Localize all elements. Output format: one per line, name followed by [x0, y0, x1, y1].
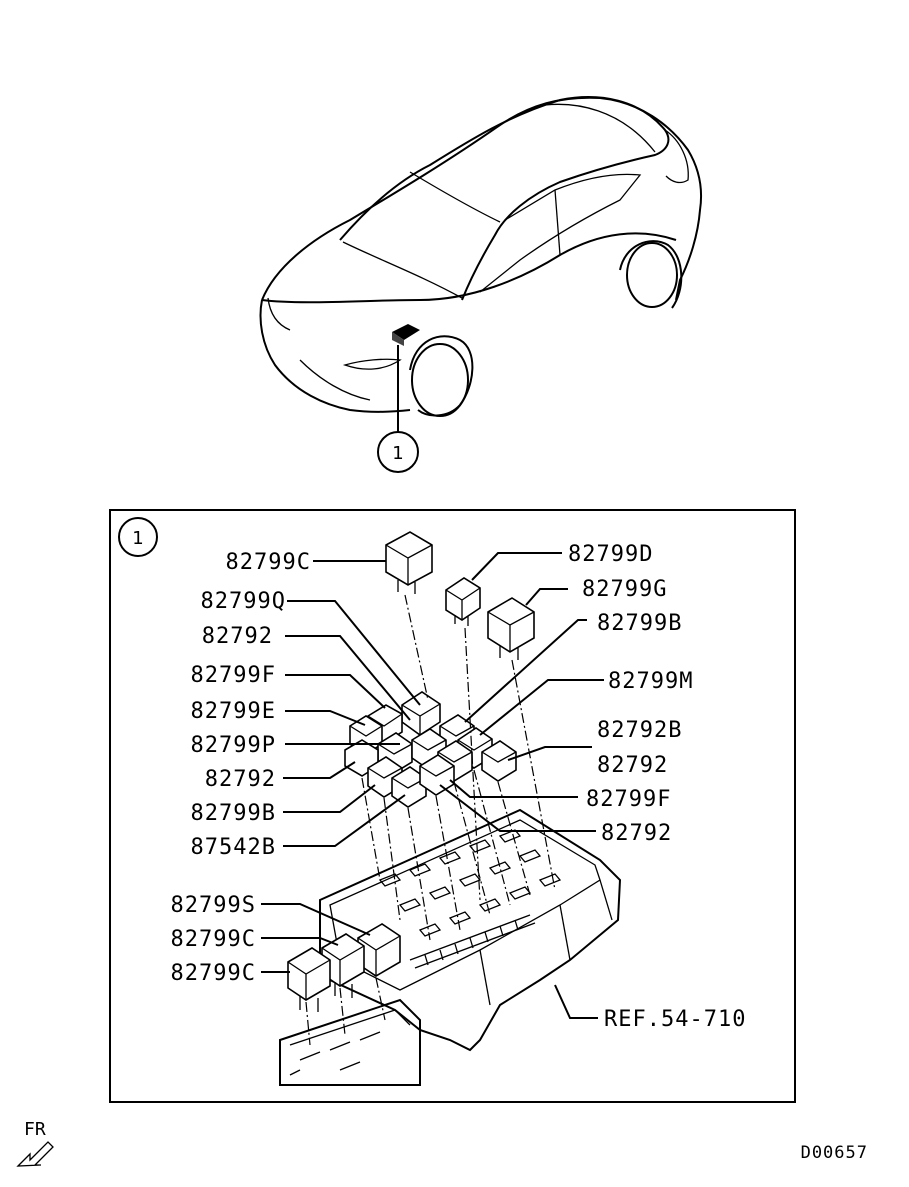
fuse-box-location-icon	[392, 324, 420, 346]
front-label: FR	[24, 1119, 46, 1140]
part-label-82799Q: 82799Q	[201, 589, 286, 614]
part-label-82799B-left: 82799B	[191, 801, 276, 826]
part-label-82799C-low: 82799C	[171, 961, 256, 986]
callout-number: 1	[392, 443, 403, 464]
leader-lines	[261, 552, 604, 1019]
part-label-87542B: 87542B	[191, 835, 276, 860]
diagram-id: D00657	[801, 1143, 868, 1163]
reference-label: REF.54-710	[604, 1007, 746, 1032]
part-labels: 82799C 82799D 82799G 82799Q 82799B 82792…	[171, 542, 746, 1032]
car-illustration: 1	[259, 96, 703, 473]
callout-circle	[377, 431, 419, 473]
front-arrow-icon	[16, 1141, 54, 1167]
part-label-82799G: 82799G	[582, 577, 667, 602]
part-label-82799E: 82799E	[191, 699, 276, 724]
part-label-82799C-top: 82799C	[226, 550, 311, 575]
relay-cluster	[344, 691, 517, 808]
part-label-82799F-left: 82799F	[191, 663, 276, 688]
detail-callout-circle	[118, 517, 158, 557]
relay-82799G	[487, 597, 535, 660]
part-label-82799C-mid: 82799C	[171, 927, 256, 952]
part-label-82792B: 82792B	[597, 718, 682, 743]
detail-frame: 1	[109, 509, 796, 1103]
front-direction-indicator: FR	[16, 1119, 54, 1167]
relay-group-left	[287, 923, 401, 1012]
relay-box-body	[279, 808, 622, 1086]
installation-lines	[305, 594, 556, 1046]
part-label-82792-c: 82792	[601, 821, 672, 846]
part-label-82799D: 82799D	[568, 542, 653, 567]
relay-82799D	[445, 577, 481, 626]
part-label-82799B-right: 82799B	[597, 611, 682, 636]
relay-82799C-top	[385, 531, 433, 594]
part-label-82792-right: 82792	[597, 753, 668, 778]
part-label-82792-b: 82792	[205, 767, 276, 792]
part-label-82792-a: 82792	[202, 624, 273, 649]
part-label-82799F-right: 82799F	[586, 787, 671, 812]
part-label-82799S: 82799S	[171, 893, 256, 918]
part-label-82799M: 82799M	[608, 669, 693, 694]
part-label-82799P: 82799P	[191, 733, 276, 758]
detail-callout-number: 1	[132, 528, 143, 549]
